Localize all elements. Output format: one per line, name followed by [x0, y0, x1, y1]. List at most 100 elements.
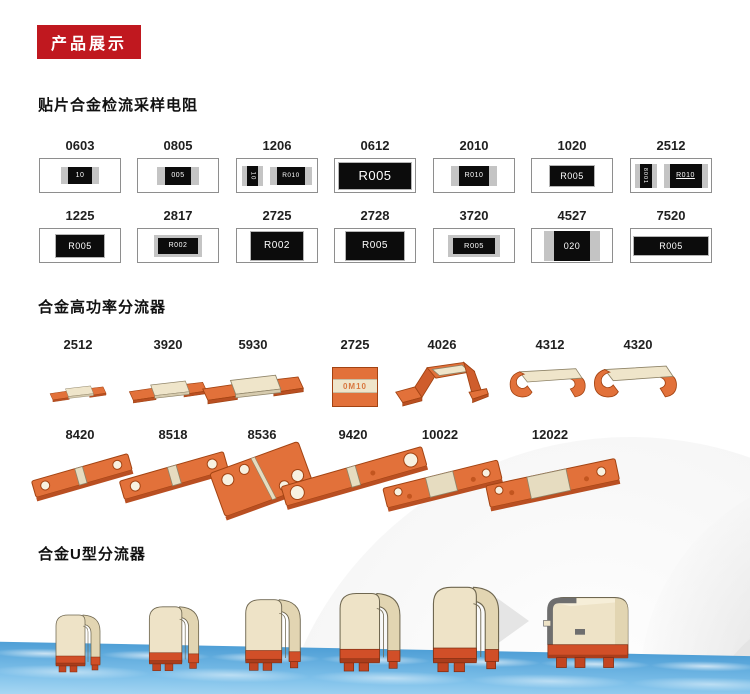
resistor-chip: R002	[158, 237, 198, 254]
chip-terminal-cap: 005	[157, 166, 199, 185]
chip-terminal-cap: R010	[451, 165, 497, 186]
resistor-chip: R005	[549, 164, 595, 187]
resistor-chip: R005	[338, 161, 412, 190]
shunt-label-9420: 9420	[338, 427, 368, 442]
product-cell-2010: 2010 R010	[433, 138, 515, 193]
utype-shunt-3-image	[245, 599, 301, 671]
section-title-utype: 合金U型分流器	[38, 546, 146, 563]
product-label: 1225	[65, 208, 95, 223]
product-cell-2728: 2728 R005	[334, 208, 416, 263]
product-label: 2728	[360, 208, 390, 223]
product-box: 005	[137, 158, 219, 193]
resistor-chip: 020	[554, 230, 590, 261]
resistor-chip: R005	[345, 230, 405, 261]
resistor-chip: R005	[55, 233, 105, 258]
product-label: 1020	[557, 138, 587, 153]
product-label: 2725	[262, 208, 292, 223]
shunt-2725-image: 0M10	[332, 367, 378, 407]
utype-shunt-1-image	[55, 614, 101, 673]
shunt-label-5930: 5930	[238, 337, 268, 352]
shunt-label-8536: 8536	[247, 427, 277, 442]
product-label: 7520	[656, 208, 686, 223]
section-title-smd: 贴片合金检流采样电阻	[38, 97, 199, 114]
resistor-chip: R005	[453, 237, 495, 254]
shunt-4312-image	[509, 368, 586, 398]
utype-shunt-6-image	[543, 597, 629, 668]
shunt-4026-image	[395, 361, 489, 407]
product-label: 2010	[459, 138, 489, 153]
resistor-chip: R010	[459, 165, 489, 186]
shunt-label-10022: 10022	[421, 427, 459, 442]
chip-terminal-cap: 020	[544, 230, 600, 261]
product-label: 3720	[459, 208, 489, 223]
product-box: R002	[236, 228, 318, 263]
product-cell-7520: 7520 R005	[630, 208, 712, 263]
chip-terminal-cap: 10	[61, 167, 99, 184]
arrow-right-decoration	[497, 598, 529, 644]
product-box: 8001 R010	[630, 158, 712, 193]
product-box: R002	[137, 228, 219, 263]
section-title-power: 合金高功率分流器	[38, 299, 167, 316]
shunt-label-4312: 4312	[535, 337, 565, 352]
product-label: 0612	[360, 138, 390, 153]
product-box: R005	[334, 228, 416, 263]
utype-shunt-2-image	[148, 606, 200, 671]
product-cell-1225: 1225 R005	[39, 208, 121, 263]
shunt-marking: 0M10	[333, 379, 377, 393]
product-cell-2725: 2725 R002	[236, 208, 318, 263]
product-cell-0612: 0612 R005	[334, 138, 416, 193]
shunt-10022-image	[382, 459, 504, 512]
shunt-label-3920: 3920	[153, 337, 183, 352]
shunt-label-4320: 4320	[623, 337, 653, 352]
shunt-8518-image	[119, 451, 230, 504]
page-title-badge: 产品展示	[37, 25, 142, 59]
product-box: 020	[531, 228, 613, 263]
shunt-label-4026: 4026	[427, 337, 457, 352]
resistor-chip: R010	[669, 163, 702, 188]
product-box: R005	[630, 228, 712, 263]
shunt-label-8420: 8420	[65, 427, 95, 442]
product-box: R005	[334, 158, 416, 193]
shunt-label-12022: 12022	[531, 427, 569, 442]
shunt-terminal-band	[333, 393, 377, 406]
utype-shunt-5-image	[432, 586, 500, 673]
product-box: R005	[531, 158, 613, 193]
resistor-chip: 10	[68, 167, 92, 184]
resistor-chip: R002	[250, 230, 304, 261]
shunt-4320-image	[594, 365, 677, 398]
product-cell-4527: 4527 020	[531, 208, 613, 263]
utype-shunt-4-image	[339, 592, 401, 672]
product-cell-3720: 3720 R005	[433, 208, 515, 263]
shunt-label-2512: 2512	[63, 337, 93, 352]
shunt-2512-image	[49, 385, 107, 403]
product-box: R005	[433, 228, 515, 263]
product-cell-2817: 2817 R002	[137, 208, 219, 263]
shunt-9420-image	[281, 446, 429, 510]
shunt-8420-image	[31, 453, 134, 502]
shunt-label-2725: 2725	[340, 337, 370, 352]
product-label: 0805	[163, 138, 193, 153]
chip-terminal-cap: R010	[270, 166, 312, 185]
chip-marking: 10	[249, 171, 256, 180]
shunt-terminal-band	[333, 368, 377, 379]
product-label: 1206	[262, 138, 292, 153]
shunt-5930-image	[202, 374, 304, 405]
product-cell-1206: 1206 10 R010	[236, 138, 318, 193]
product-label: 4527	[557, 208, 587, 223]
chip-marking: 8001	[642, 167, 649, 184]
product-cell-0805: 0805 005	[137, 138, 219, 193]
product-box: 10	[39, 158, 121, 193]
shunt-12022-image	[485, 458, 621, 512]
product-label: 0603	[65, 138, 95, 153]
resistor-chip: 005	[165, 166, 191, 185]
chip-terminal-cap: 10	[242, 165, 263, 186]
chip-terminal-cap: 8001	[634, 163, 657, 188]
product-label: 2817	[163, 208, 193, 223]
chip-terminal-cap: R010	[663, 163, 708, 188]
resistor-chip: R005	[633, 235, 709, 256]
product-cell-2512: 2512 8001 R010	[630, 138, 712, 193]
resistor-chip: R010	[277, 166, 305, 185]
product-box: 10 R010	[236, 158, 318, 193]
product-cell-1020: 1020 R005	[531, 138, 613, 193]
